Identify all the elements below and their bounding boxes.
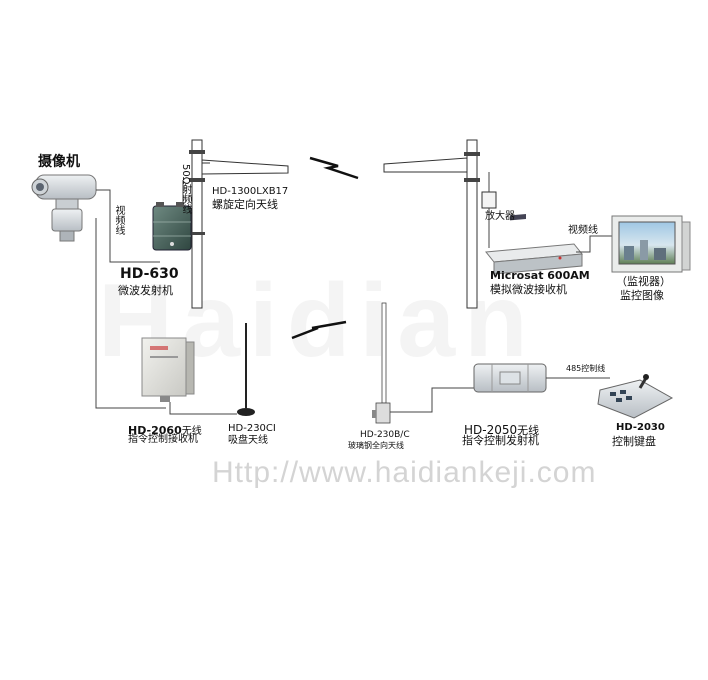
right-mast xyxy=(464,139,480,309)
wireless-link-bolt-top xyxy=(309,156,359,180)
cmd-receiver-icon xyxy=(141,337,195,402)
cmd-receiver-suffix: 无线 xyxy=(181,426,202,437)
cmd-receiver-name: 指令控制接收机 xyxy=(128,434,198,445)
amplifier-icon xyxy=(481,191,497,209)
cmd-transmitter-model-line: HD-2050无线 xyxy=(464,420,539,438)
video-cable-to-cmd-receiver xyxy=(95,218,166,409)
receiver-icon xyxy=(485,213,583,275)
sucker-antenna-name: 吸盘天线 xyxy=(228,435,268,446)
transmitter-icon xyxy=(152,202,192,251)
cmd-transmitter-model: HD-2050 xyxy=(464,423,518,437)
helix-antenna-model: HD-1300LXB17 xyxy=(212,186,289,197)
amplifier-label: 放大器 xyxy=(485,211,515,222)
video-cable-left-label: 视频线 xyxy=(113,205,124,235)
glass-antenna-icon xyxy=(372,302,391,424)
monitor-desc: 监控图像 xyxy=(620,289,664,302)
monitor-name: （监视器） xyxy=(616,275,671,288)
transmitter-name: 微波发射机 xyxy=(118,284,173,297)
cmd-receiver-model-line: HD-2060无线 xyxy=(128,420,202,438)
video-cable-right xyxy=(576,235,612,253)
glass-antenna-cable xyxy=(390,387,476,413)
receiver-name: 模拟微波接收机 xyxy=(490,283,567,296)
transmitter-model: HD-630 xyxy=(120,266,179,282)
cable-485-label: 485控制线 xyxy=(566,364,606,373)
monitor-icon xyxy=(611,215,691,273)
receive-antenna xyxy=(383,157,468,173)
video-cable-left xyxy=(96,189,160,263)
video-cable-right-label: 视频线 xyxy=(568,225,598,236)
cmd-receiver-model: HD-2060 xyxy=(128,424,182,437)
keyboard-name: 控制键盘 xyxy=(612,435,656,448)
left-mast xyxy=(189,139,205,309)
cmd-transmitter-name: 指令控制发射机 xyxy=(462,434,539,447)
camera-label: 摄像机 xyxy=(38,154,80,170)
helix-antenna-name: 螺旋定向天线 xyxy=(212,198,278,211)
camera-icon xyxy=(31,174,97,242)
helix-antenna xyxy=(201,159,289,175)
sucker-antenna-icon xyxy=(237,323,255,416)
cmd-receiver-to-sucker-cable xyxy=(169,402,237,415)
feeder-50ohm-label: 50Ω射频线 xyxy=(180,164,191,215)
keyboard-model: HD-2030 xyxy=(616,422,665,433)
glass-antenna-name: 玻璃钢全向天线 xyxy=(348,441,404,450)
cmd-transmitter-suffix: 无线 xyxy=(517,424,540,437)
wireless-link-bolt-bottom xyxy=(291,320,347,340)
website-url: Http://www.haidiankeji.com xyxy=(212,456,597,489)
glass-antenna-model: HD-230B/C xyxy=(360,430,410,440)
sucker-antenna-model: HD-230CI xyxy=(228,423,276,434)
cmd-transmitter-icon xyxy=(473,363,547,393)
keyboard-icon xyxy=(597,374,674,419)
receiver-model: Microsat 600AM xyxy=(490,269,590,282)
